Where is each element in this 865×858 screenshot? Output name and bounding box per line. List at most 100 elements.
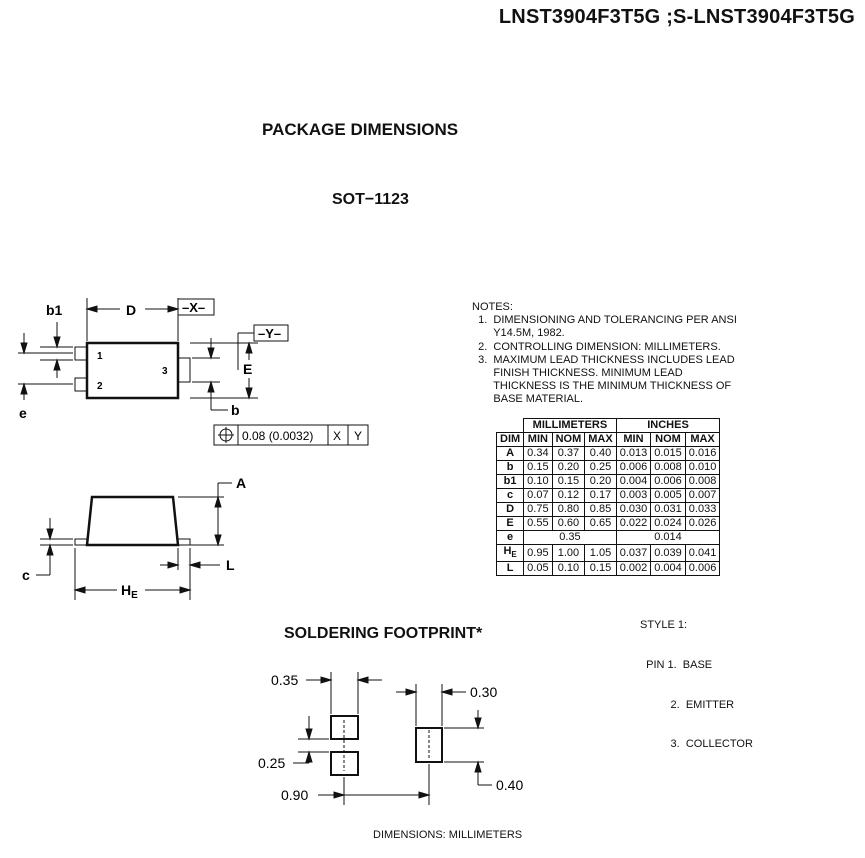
note-line: THICKNESS IS THE MINIMUM THICKNESS OF	[472, 380, 732, 393]
dim-cell: b1	[495, 474, 525, 489]
part-number-title: LNST3904F3T5G ;S-LNST3904F3T5G	[498, 6, 855, 28]
value-cell: 0.10	[523, 474, 553, 489]
value-cell: 0.15	[551, 474, 586, 489]
value-cell: 0.10	[551, 561, 586, 577]
lead-1	[74, 346, 88, 361]
footprint-pad-1	[330, 715, 359, 740]
value-cell: 1.00	[551, 543, 586, 563]
footprint-label-0-35: 0.35	[271, 672, 298, 688]
value-cell: 0.85	[584, 502, 617, 517]
notes-block: NOTES: 1. DIMENSIONING AND TOLERANCING P…	[472, 301, 772, 407]
value-cell: 0.033	[684, 502, 721, 517]
value-cell: 0.022	[615, 516, 652, 531]
package-body-side	[85, 495, 180, 547]
dim-cell: e	[495, 530, 525, 545]
footprint-label-0-90: 0.90	[281, 787, 308, 803]
note-line: FINISH THICKNESS. MINIMUM LEAD	[472, 367, 683, 380]
lead-3	[177, 357, 191, 383]
footprint-drawing: 0.35 0.25 0.90 0.30 0.40	[258, 672, 523, 805]
dim-cell: E	[495, 516, 525, 531]
label-D: D	[126, 302, 136, 318]
col-header: NOM	[650, 432, 686, 447]
label-e: e	[19, 405, 27, 421]
value-cell: 0.37	[551, 446, 586, 461]
value-cell: 0.17	[584, 488, 617, 503]
value-cell: 0.65	[584, 516, 617, 531]
value-cell: 0.030	[615, 502, 652, 517]
pin-2-label: 2	[97, 381, 103, 392]
value-cell: 0.95	[523, 543, 553, 563]
value-cell: 0.008	[684, 474, 721, 489]
value-cell: 0.40	[584, 446, 617, 461]
value-cell: 0.35	[523, 530, 617, 545]
value-cell: 0.006	[684, 561, 721, 577]
style-line: 3. COLLECTOR	[640, 738, 753, 751]
value-cell: 0.016	[684, 446, 721, 461]
label-E: E	[243, 361, 252, 377]
footprint-label-0-25: 0.25	[258, 755, 285, 771]
note-line: 1. DIMENSIONING AND TOLERANCING PER ANSI	[472, 314, 737, 327]
dim-cell: b	[495, 460, 525, 475]
label-L: L	[226, 557, 235, 573]
label-b: b	[231, 402, 240, 418]
table-corner	[496, 418, 525, 433]
value-cell: 0.005	[650, 488, 686, 503]
pin-3-label: 3	[162, 366, 168, 377]
col-header: MAX	[684, 432, 721, 447]
value-cell: 0.007	[684, 488, 721, 503]
style-line: STYLE 1:	[640, 619, 688, 632]
value-cell: 0.004	[615, 474, 652, 489]
dim-cell: L	[495, 561, 525, 577]
footprint-label-0-30: 0.30	[470, 684, 497, 700]
dim-header: DIM	[495, 432, 525, 447]
value-cell: 0.20	[584, 474, 617, 489]
value-cell: 0.041	[684, 543, 721, 563]
value-cell: 0.006	[650, 474, 686, 489]
side-lead-left	[74, 538, 88, 546]
value-cell: 0.05	[523, 561, 553, 577]
note-line: 2. CONTROLLING DIMENSION: MILLIMETERS.	[472, 340, 721, 353]
soldering-footprint-heading: SOLDERING FOOTPRINT*	[284, 625, 483, 642]
value-cell: 0.80	[551, 502, 586, 517]
value-cell: 0.25	[584, 460, 617, 475]
note-line: Y14.5M, 1982.	[472, 327, 565, 340]
top-view-drawing: b1 D –X– –Y– E e b 1 2 3 0.08 (0.0032) X…	[18, 298, 369, 446]
label-A: A	[236, 475, 246, 491]
value-cell: 0.014	[615, 530, 721, 545]
value-cell: 0.039	[650, 543, 686, 563]
value-cell: 0.010	[684, 460, 721, 475]
col-header: NOM	[551, 432, 586, 447]
value-cell: 0.004	[650, 561, 686, 577]
dimensions-footer: DIMENSIONS: MILLIMETERS	[373, 829, 523, 841]
label-HE: HE	[121, 582, 138, 601]
style-line: PIN 1. BASE	[640, 659, 713, 672]
value-cell: 0.013	[615, 446, 652, 461]
value-cell: 0.07	[523, 488, 553, 503]
pin-style-block: STYLE 1: PIN 1. BASE 2. EMITTER 3. COLLE…	[640, 593, 753, 765]
tolerance-datum-x: X	[333, 429, 341, 443]
dimension-table: MILLIMETERS INCHES DIM MIN NOM MAX MIN N…	[495, 418, 721, 577]
datum-X: –X–	[182, 300, 205, 315]
tolerance-value: 0.08 (0.0032)	[242, 429, 313, 443]
value-cell: 0.015	[650, 446, 686, 461]
col-header: MIN	[523, 432, 553, 447]
note-line: BASE MATERIAL.	[472, 393, 584, 406]
value-cell: 0.15	[523, 460, 553, 475]
dim-cell: A	[495, 446, 525, 461]
side-lead-right	[177, 538, 191, 546]
value-cell: 0.031	[650, 502, 686, 517]
dim-cell: D	[495, 502, 525, 517]
lead-2	[74, 377, 88, 392]
value-cell: 0.34	[523, 446, 553, 461]
value-cell: 0.006	[615, 460, 652, 475]
notes-title: NOTES:	[472, 301, 513, 313]
label-b1: b1	[46, 302, 63, 318]
